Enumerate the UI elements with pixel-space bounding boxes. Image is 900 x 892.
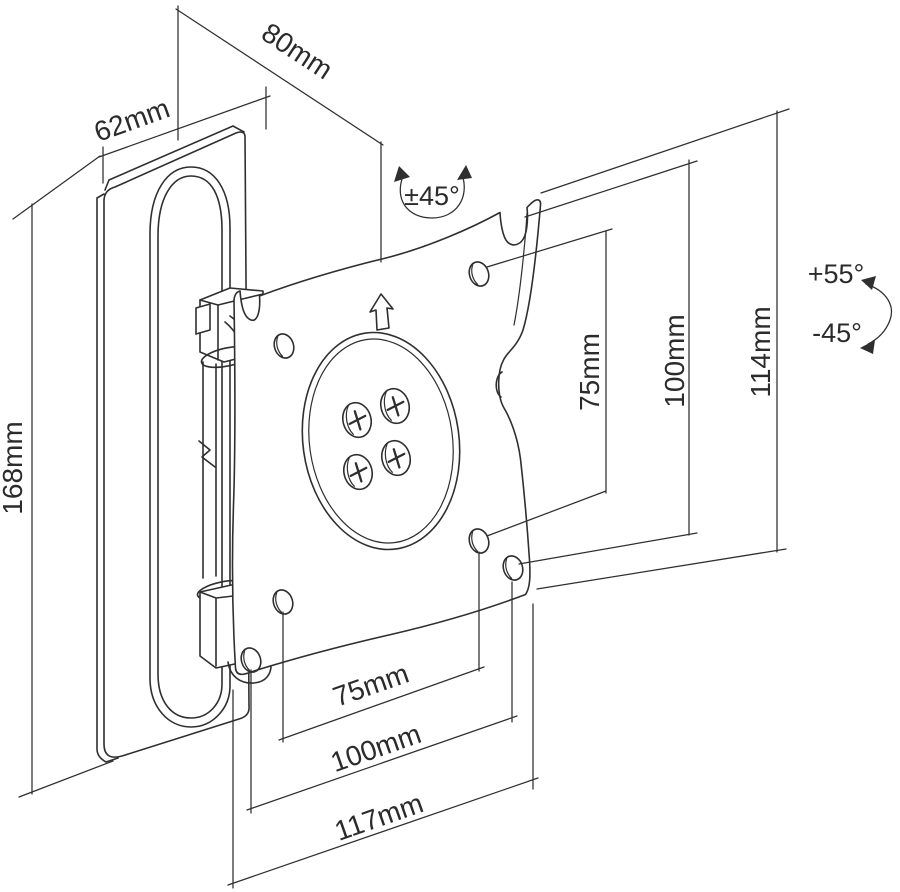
vesa-hole [502, 555, 524, 581]
vesa-hole [468, 261, 490, 287]
tilt-up-label: +55° [808, 259, 865, 289]
screw-depth-arc [383, 391, 392, 421]
dim-plate-height-168mm: 168mm [0, 155, 114, 798]
dim-label-plate-height: 168mm [0, 421, 28, 514]
tilt-angle-indicator: +55° -45° [808, 259, 892, 354]
screw-depth-arc [346, 457, 355, 487]
phillips-screw [341, 401, 373, 439]
tilt-arrowhead-up [861, 276, 876, 290]
wall-plate-slot-inner [157, 175, 223, 719]
vesa-hole [240, 647, 262, 673]
dim-label-vertical-100: 100mm [659, 314, 690, 407]
vesa-hole [272, 589, 294, 615]
screw-cross-icon [387, 448, 406, 469]
screw-cross-icon [348, 410, 367, 431]
dim-label-plate-width: 62mm [90, 92, 174, 147]
bottom-hinge-hook [227, 661, 272, 684]
tilt-down-label: -45° [812, 318, 862, 348]
dim-label-depth: 80mm [256, 17, 338, 86]
screw-head [341, 401, 373, 439]
dim-label-vertical-114: 114mm [745, 306, 776, 397]
vesa-plate-body [231, 199, 542, 676]
swivel-arrow-icon [399, 173, 465, 219]
screw-head [342, 453, 374, 491]
dim-vertical-75mm: 75mm [486, 228, 613, 537]
arm-break-squiggle [198, 440, 216, 468]
swivel-angle-label: ±45° [404, 181, 460, 211]
tilt-arrow-icon [865, 283, 892, 345]
top-hinge-tab [195, 303, 211, 335]
screw-head [380, 439, 412, 477]
vesa-plate [231, 199, 542, 676]
swivel-arrowhead-right [457, 165, 472, 180]
dim-label-horizontal-117: 117mm [331, 787, 427, 846]
screw-cross-icon [386, 396, 405, 417]
phillips-screw [380, 439, 412, 477]
screw-cross-icon [349, 462, 368, 483]
dim-vertical-100mm: 100mm [518, 159, 698, 565]
screw-depth-arc [384, 443, 393, 473]
rotation-disc [301, 331, 461, 551]
wall-plate-top-face [104, 125, 245, 191]
dim-label-horizontal-100: 100mm [327, 718, 425, 778]
tilt-arrowhead-down [860, 340, 875, 354]
up-arrow-icon [369, 293, 394, 331]
dim-label-vertical-75: 75mm [574, 333, 605, 411]
dim-vertical-114mm: 114mm [536, 108, 790, 590]
wall-plate-side-face [96, 193, 119, 763]
swivel-arrowhead-left [394, 166, 410, 182]
rotation-disc-outer [301, 331, 461, 551]
screw-depth-arc [345, 405, 354, 435]
dim-label-horizontal-75: 75mm [329, 658, 413, 713]
screw-head [379, 387, 411, 425]
vesa-hole [273, 333, 295, 359]
phillips-screw [342, 453, 374, 491]
phillips-screw [379, 387, 411, 425]
swivel-angle-indicator: ±45° [394, 165, 472, 219]
edge-hole-partial [495, 371, 503, 398]
rotation-disc-inner [308, 338, 454, 544]
vesa-plate-fold-line [513, 212, 528, 326]
vesa-hole [468, 528, 490, 554]
wall-plate-slot-outer [149, 166, 231, 728]
